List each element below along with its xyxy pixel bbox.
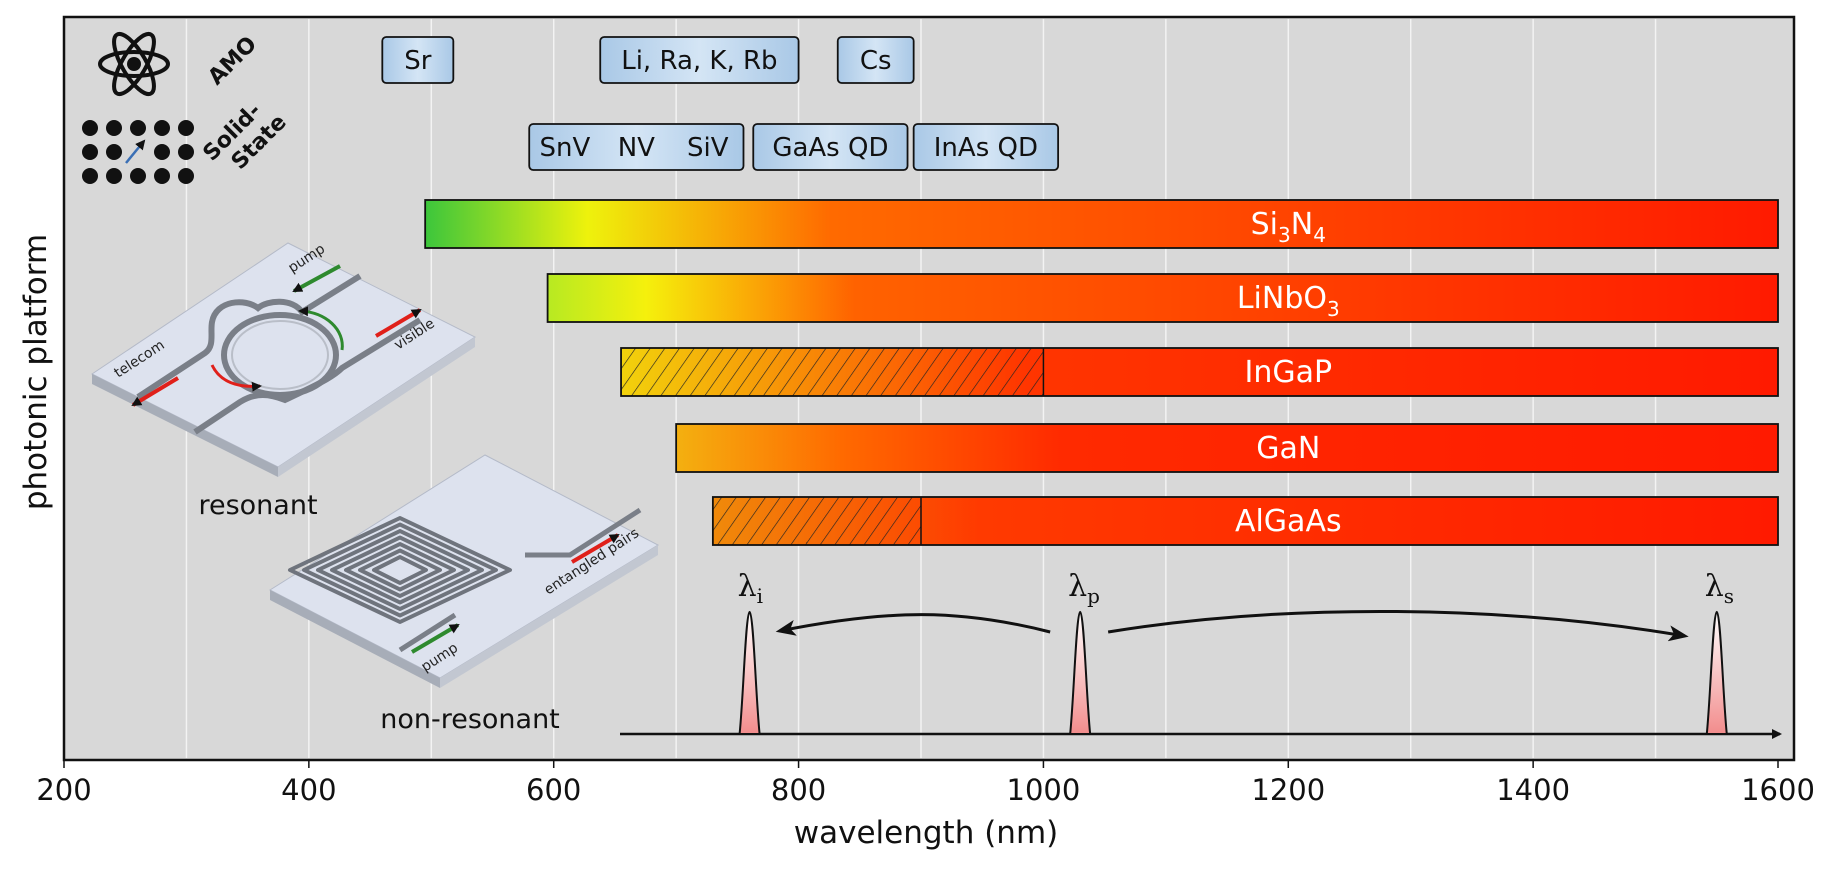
bar-label: GaN: [1256, 431, 1320, 466]
x-tick-label: 600: [526, 773, 581, 807]
x-axis-ticks: 200 400 600 800 1000 1200 1400 1600: [36, 760, 1815, 807]
amo-emitter: Li, Ra, K, Rb: [599, 36, 800, 84]
bar-label: LiNbO3: [1237, 281, 1340, 321]
solid-state-emitter-label: InAs QD: [934, 133, 1038, 163]
bar-label: AlGaAs: [1235, 504, 1342, 539]
x-tick-label: 800: [771, 773, 826, 807]
platform-bar: LiNbO3: [546, 273, 1779, 323]
spiral-turn: [358, 548, 442, 592]
lattice-dot: [82, 168, 98, 184]
non-resonant-device: pump entangled pairs: [268, 454, 660, 688]
x-tick-label: 1600: [1741, 773, 1815, 807]
lattice-dot: [106, 144, 122, 160]
solid-state-emitter: InAs QD: [912, 123, 1060, 171]
spiral-turn: [344, 542, 456, 598]
resonant-label: resonant: [198, 490, 317, 521]
lattice-dot: [106, 168, 122, 184]
lattice-dot: [154, 168, 170, 184]
lattice-dot: [82, 120, 98, 136]
vacancy-arrow: [125, 139, 146, 164]
amo-emitter: Sr: [381, 36, 455, 84]
lattice-dot: [106, 120, 122, 136]
spiral-turn: [372, 555, 428, 585]
amo-emitter-box: [836, 36, 915, 84]
signal-arrow: [1107, 609, 1689, 642]
lattice-dot: [178, 168, 194, 184]
platform-bar: Si3N4: [424, 199, 1779, 249]
idler-peak: [738, 610, 761, 735]
platform-bar: GaN: [675, 423, 1779, 473]
lattice-dot: [178, 120, 194, 136]
amo-emitter-label: Cs: [860, 46, 892, 76]
signal-peak: [1705, 610, 1728, 735]
bar-outline: [711, 496, 1779, 546]
x-tick-label: 1400: [1496, 773, 1570, 807]
lattice-dot: [178, 144, 194, 160]
bar-outline: [546, 273, 1779, 323]
x-tick-label: 1000: [1007, 773, 1081, 807]
pump-peak: [1069, 610, 1092, 735]
platform-bar: InGaP: [620, 347, 1779, 397]
bar-hatch: [712, 497, 921, 545]
bar-outline: [675, 423, 1779, 473]
solid-state-emitter-label: GaAs QD: [772, 133, 888, 163]
x-tick-label: 400: [281, 773, 336, 807]
y-axis-title: photonic platform: [18, 234, 54, 510]
x-axis-title: wavelength (nm): [794, 815, 1058, 851]
amo-emitter-box: [599, 36, 800, 84]
amo-emitter-box: [381, 36, 455, 84]
lattice-dot: [154, 144, 170, 160]
bar-label: InGaP: [1244, 355, 1332, 390]
x-tick-label: 200: [36, 773, 91, 807]
spiral-turn: [316, 529, 484, 611]
solid-state-emitter-box: [912, 123, 1060, 171]
resonant-device: telecom pump visible: [91, 241, 476, 477]
pump-wavelength-label: λp: [1068, 569, 1100, 608]
atom-icon: [98, 31, 170, 97]
solid-state-emitter-label: NV: [618, 133, 655, 163]
bar-fill: [425, 200, 1778, 248]
spiral-turn: [302, 522, 498, 618]
lattice-dot: [82, 144, 98, 160]
spiral-turn: [330, 535, 470, 605]
solid-state-emitter-box: [528, 123, 745, 171]
solid-state-emitter-label: SnV: [540, 133, 591, 163]
bar-outline: [620, 347, 1779, 397]
spiral-turn: [288, 516, 512, 624]
non-resonant-label: non-resonant: [380, 704, 560, 735]
idler-arrow: [775, 613, 1051, 636]
solid-state-emitter-box: [752, 123, 909, 171]
lattice-icon: [82, 120, 194, 184]
amo-emitter-label: Sr: [404, 46, 432, 76]
solid-state-emitter: GaAs QD: [752, 123, 909, 171]
bar-outline: [424, 199, 1779, 249]
solid-state-emitter-label: SiV: [687, 133, 729, 163]
lattice-dot: [154, 120, 170, 136]
amo-emitter: Cs: [836, 36, 915, 84]
bar-fill: [676, 424, 1779, 472]
x-tick-label: 1200: [1251, 773, 1325, 807]
lattice-dot: [130, 120, 146, 136]
lattice-dot: [130, 168, 146, 184]
bar-hatch: [621, 348, 1044, 396]
platform-bar: AlGaAs: [711, 496, 1779, 546]
bar-fill: [547, 274, 1779, 322]
solid-state-emitter: SnV NV SiV: [528, 123, 745, 171]
spiral-waveguide: [288, 516, 512, 624]
amo-emitter-label: Li, Ra, K, Rb: [621, 46, 777, 76]
